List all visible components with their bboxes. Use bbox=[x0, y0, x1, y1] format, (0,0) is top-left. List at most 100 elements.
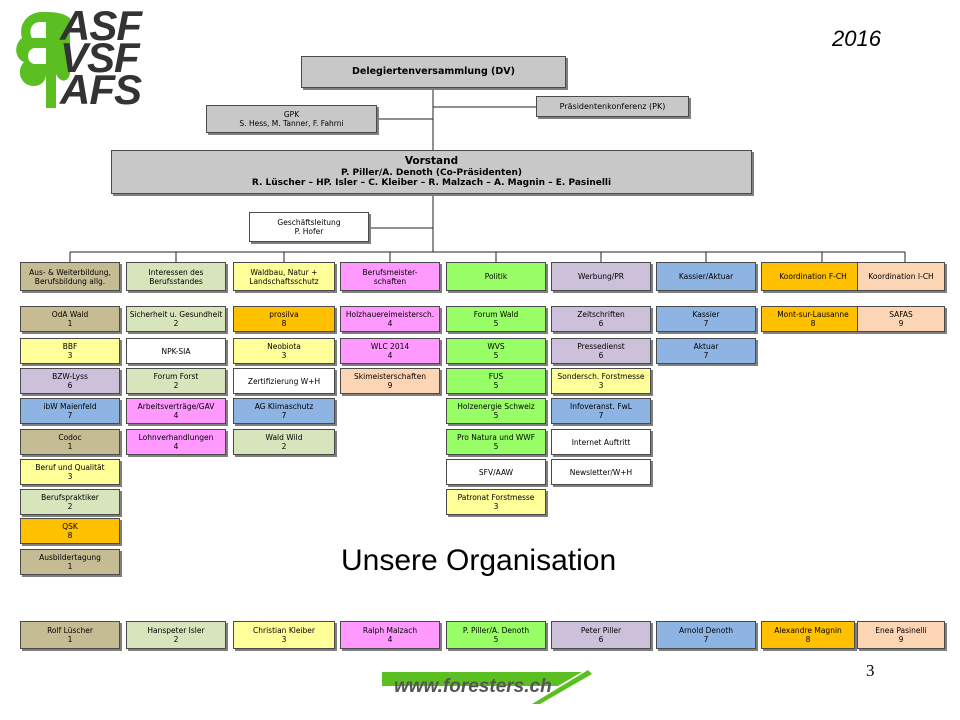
committee-item-label: Arbeitsverträge/GAV bbox=[137, 402, 215, 411]
committee-item-label: OdA Wald bbox=[51, 310, 89, 319]
committee-item-label: Pro Natura und WWF bbox=[456, 433, 536, 442]
committee-item-label: BZW-Lyss bbox=[52, 372, 88, 381]
footer-swoosh-icon bbox=[382, 670, 592, 704]
board-member-name: P. Piller/A. Denoth bbox=[462, 626, 530, 635]
committee-item-number: 5 bbox=[493, 411, 499, 420]
board-member-name: Christian Kleiber bbox=[253, 626, 315, 635]
column-header-line: Interessen des bbox=[148, 267, 204, 277]
committee-item-number: 5 bbox=[493, 351, 499, 360]
committee-item-number: 3 bbox=[67, 472, 73, 481]
committee-item-label: QSK bbox=[62, 522, 78, 531]
column-header-5: Politik bbox=[446, 262, 546, 291]
board-member-number: 7 bbox=[703, 635, 709, 644]
board-member-number: 4 bbox=[387, 635, 393, 644]
committee-item-number: 5 bbox=[493, 442, 499, 451]
column-header-line: Waldbau, Natur + bbox=[250, 267, 318, 277]
committee-item-number: 6 bbox=[598, 351, 604, 360]
board-member-number: 2 bbox=[173, 635, 179, 644]
committee-item-label: WVS bbox=[487, 342, 505, 351]
committee-item-label: Codoc bbox=[58, 433, 82, 442]
committee-item-number: 7 bbox=[67, 411, 73, 420]
committee-item-label: Mont-sur-Lausanne bbox=[777, 310, 849, 319]
committee-item-label: Forum Wald bbox=[473, 310, 519, 319]
board-member-name: Hanspeter Isler bbox=[147, 626, 205, 635]
committee-item-number: 9 bbox=[898, 319, 904, 328]
gl-title: Geschäftsleitung bbox=[277, 218, 341, 227]
delegiertenversammlung-box: Delegiertenversammlung (DV) bbox=[301, 56, 566, 88]
board-member-number: 5 bbox=[493, 635, 499, 644]
column-header-line: Berufsmeister- bbox=[362, 267, 418, 277]
committee-item-label: FUS bbox=[488, 372, 504, 381]
column-header-6: Werbung/PR bbox=[551, 262, 651, 291]
footer-logo: www.foresters.ch bbox=[382, 664, 592, 708]
footer-url: www.foresters.ch bbox=[394, 676, 552, 697]
committee-item-label: Patronat Forstmesse bbox=[457, 493, 535, 502]
pk-label: Präsidentenkonferenz (PK) bbox=[559, 101, 666, 111]
column-header-8: Koordination F-CH bbox=[761, 262, 865, 291]
page-number: 3 bbox=[866, 661, 875, 680]
committee-item: Newsletter/W+H bbox=[551, 459, 651, 485]
board-member-name: Rolf Lüscher bbox=[47, 626, 93, 635]
committee-item-number: 7 bbox=[703, 319, 709, 328]
gpk-box: GPK S. Hess, M. Tanner, F. Fahrni bbox=[206, 105, 377, 133]
committee-item-number: 4 bbox=[387, 319, 393, 328]
committee-item-number: 5 bbox=[493, 319, 499, 328]
praesidentenkonferenz-box: Präsidentenkonferenz (PK) bbox=[536, 96, 689, 117]
committee-item-label: Skimeisterschaften bbox=[354, 372, 426, 381]
board-member-number: 6 bbox=[598, 635, 604, 644]
column-header-7: Kassier/Aktuar bbox=[656, 262, 756, 291]
logo-line-asf: ASF bbox=[60, 2, 142, 49]
board-member-number: 1 bbox=[67, 635, 73, 644]
column-header-4: Berufsmeister-schaften bbox=[340, 262, 440, 291]
column-header-3: Waldbau, Natur +Landschaftsschutz bbox=[233, 262, 335, 291]
committee-item-label: SFV/AAW bbox=[478, 467, 514, 477]
board-member-number: 3 bbox=[281, 635, 287, 644]
committee-item-number: 7 bbox=[703, 351, 709, 360]
committee-item-label: Kassier bbox=[692, 310, 720, 319]
committee-item-label: NPK-SIA bbox=[161, 346, 191, 356]
column-header-1: Aus- & Weiterbildung,Berufsbildung allg. bbox=[20, 262, 120, 291]
committee-item-label: Sicherheit u. Gesundheit bbox=[129, 310, 223, 319]
committee-item-label: Lohnverhandlungen bbox=[138, 433, 214, 442]
committee-item-number: 7 bbox=[281, 411, 287, 420]
committee-item-label: AG Klimaschutz bbox=[254, 402, 314, 411]
committee-item-number: 3 bbox=[67, 351, 73, 360]
column-header-9: Koordination I-CH bbox=[857, 262, 945, 291]
column-header-line: Werbung/PR bbox=[578, 272, 624, 281]
committee-item-label: Internet Auftritt bbox=[571, 437, 631, 447]
committee-item-label: Aktuar bbox=[693, 342, 719, 351]
dv-label: Delegiertenversammlung (DV) bbox=[352, 66, 515, 78]
committee-item-label: Pressedienst bbox=[577, 342, 625, 351]
committee-item-label: Berufspraktiker bbox=[41, 493, 99, 502]
committee-item-number: 9 bbox=[387, 381, 393, 390]
vorstand-co-praesidenten: P. Piller/A. Denoth (Co-Präsidenten) bbox=[341, 167, 522, 178]
board-member-name: Alexandre Magnin bbox=[774, 626, 842, 635]
column-header-line: schaften bbox=[373, 276, 407, 286]
gpk-members: S. Hess, M. Tanner, F. Fahrni bbox=[239, 119, 344, 128]
